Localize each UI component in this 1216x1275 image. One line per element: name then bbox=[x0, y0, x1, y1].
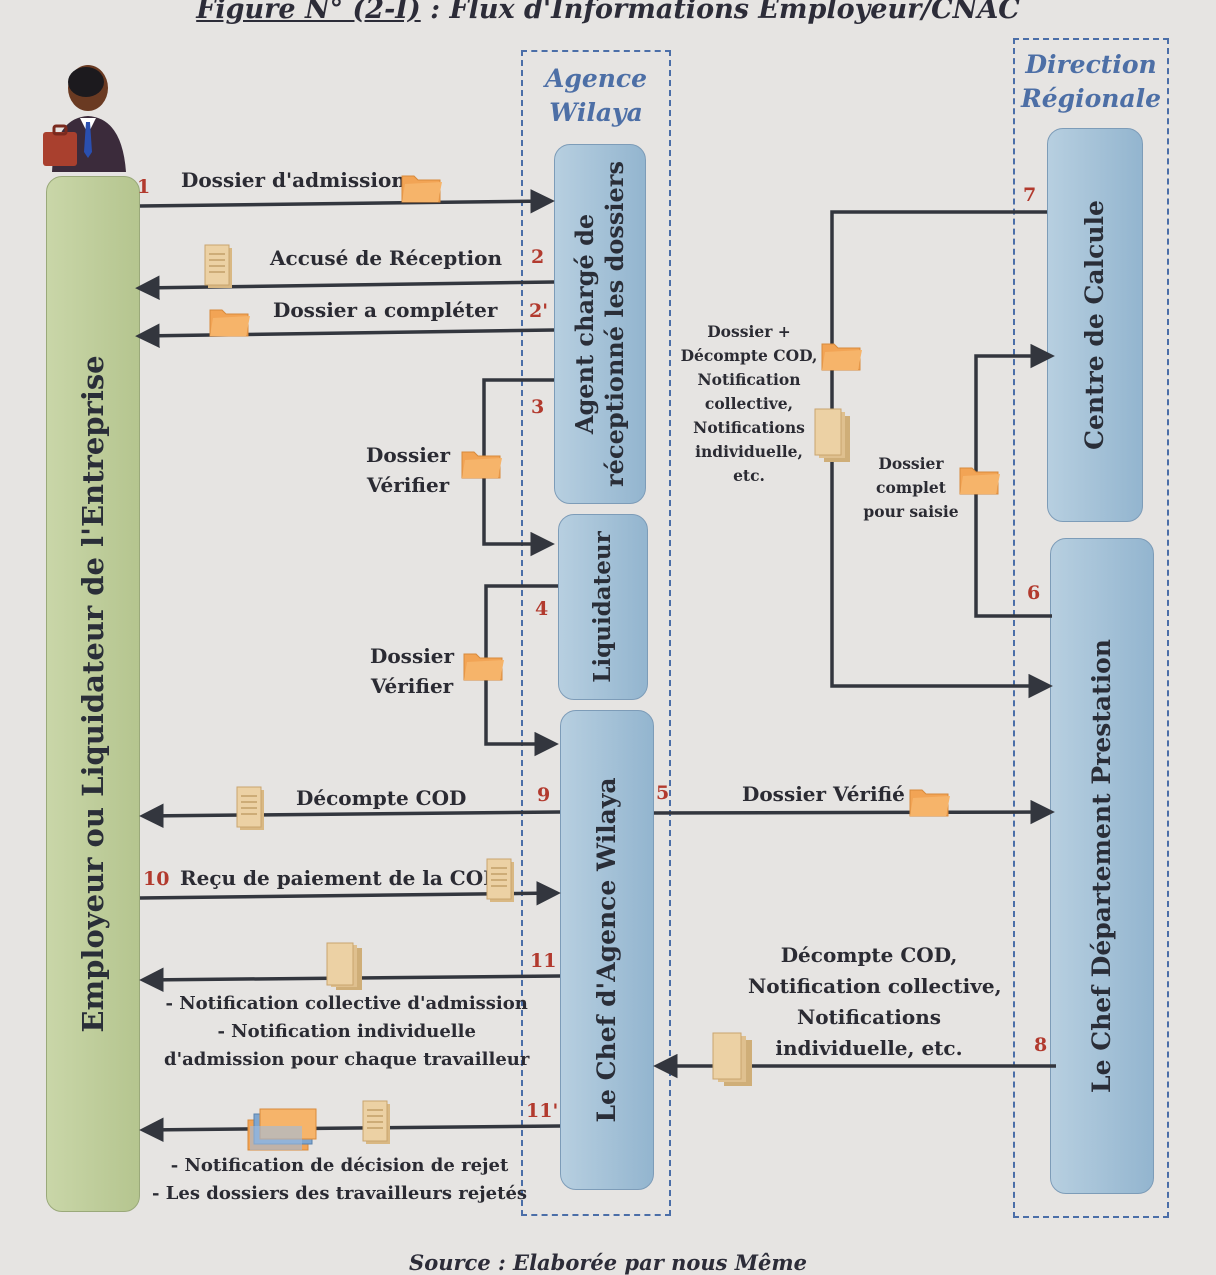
document-stack-icon bbox=[712, 1032, 752, 1086]
arrow-5 bbox=[653, 799, 1055, 825]
lane-employeur: Employeur ou Liquidateur de l'Entreprise bbox=[46, 176, 140, 1212]
document-icon bbox=[204, 244, 232, 288]
arrow-1 bbox=[139, 188, 555, 214]
lane-liquidateur: Liquidateur bbox=[558, 514, 648, 700]
figure-title-text: : Flux d'Informations Employeur/CNAC bbox=[420, 0, 1020, 25]
lane-chef-departement: Le Chef Département Prestation bbox=[1050, 538, 1154, 1194]
document-icon bbox=[362, 1100, 390, 1144]
folders-stack-icon bbox=[247, 1108, 317, 1151]
label-recu-paiement: Reçu de paiement de la COD bbox=[180, 866, 501, 890]
folder-icon bbox=[821, 343, 862, 371]
label-decompte-notifications: Décompte COD, Notification collective, N… bbox=[748, 943, 1002, 1060]
step-4: 4 bbox=[535, 598, 549, 620]
label-dossier-admission: Dossier d'admission bbox=[181, 168, 406, 192]
step-7: 7 bbox=[1023, 184, 1037, 206]
folder-icon bbox=[401, 175, 442, 203]
folder-icon bbox=[463, 653, 504, 681]
label-accuse-reception: Accusé de Réception bbox=[270, 246, 502, 270]
folder-icon bbox=[209, 309, 250, 337]
label-dossier-verifie: Dossier Vérifié bbox=[742, 782, 905, 806]
document-stack-icon bbox=[814, 408, 850, 462]
step-2b: 2' bbox=[529, 300, 549, 322]
step-8: 8 bbox=[1034, 1034, 1048, 1056]
folder-icon bbox=[909, 789, 950, 817]
label-dossier-completer: Dossier a compléter bbox=[273, 298, 498, 322]
label-dossier-decompte-notifs: Dossier + Décompte COD, Notification col… bbox=[680, 322, 818, 485]
label-rejet: - Notification de décision de rejet - Le… bbox=[152, 1155, 528, 1204]
zone-agence-wilaya bbox=[521, 50, 671, 1216]
lane-centre-calcule: Centre de Calcule bbox=[1047, 128, 1143, 522]
step-11b: 11' bbox=[526, 1100, 559, 1122]
arrow-2 bbox=[135, 275, 555, 300]
zone-direction-regionale bbox=[1013, 38, 1169, 1218]
label-notifications-admission: - Notification collective d'admission - … bbox=[164, 993, 530, 1070]
document-icon bbox=[486, 858, 514, 902]
folder-icon bbox=[461, 451, 502, 479]
step-11: 11 bbox=[530, 950, 557, 972]
step-2: 2 bbox=[531, 246, 545, 268]
step-5: 5 bbox=[656, 782, 670, 804]
label-dossier-complet: Dossier complet pour saisie bbox=[863, 454, 959, 521]
figure-label: Figure N° (2-I) bbox=[196, 0, 421, 25]
source-note: Source : Elaborée par nous Même bbox=[409, 1250, 807, 1275]
arrow-2b bbox=[135, 323, 555, 348]
step-1: 1 bbox=[137, 176, 151, 198]
label-decompte-cod: Décompte COD bbox=[296, 786, 467, 810]
figure-title: Figure N° (2-I) : Flux d'Informations Em… bbox=[0, 0, 1216, 25]
step-10: 10 bbox=[143, 868, 170, 890]
document-icon bbox=[236, 786, 264, 830]
step-6: 6 bbox=[1027, 582, 1041, 604]
arrow-9 bbox=[139, 803, 561, 829]
document-stack-icon bbox=[326, 942, 362, 990]
employer-person-icon bbox=[43, 65, 126, 172]
lane-chef-agence: Le Chef d'Agence Wilaya bbox=[560, 710, 654, 1190]
step-9: 9 bbox=[537, 784, 551, 806]
step-3: 3 bbox=[531, 396, 545, 418]
arrow-11b bbox=[139, 1117, 561, 1143]
folder-icon bbox=[959, 467, 1000, 495]
